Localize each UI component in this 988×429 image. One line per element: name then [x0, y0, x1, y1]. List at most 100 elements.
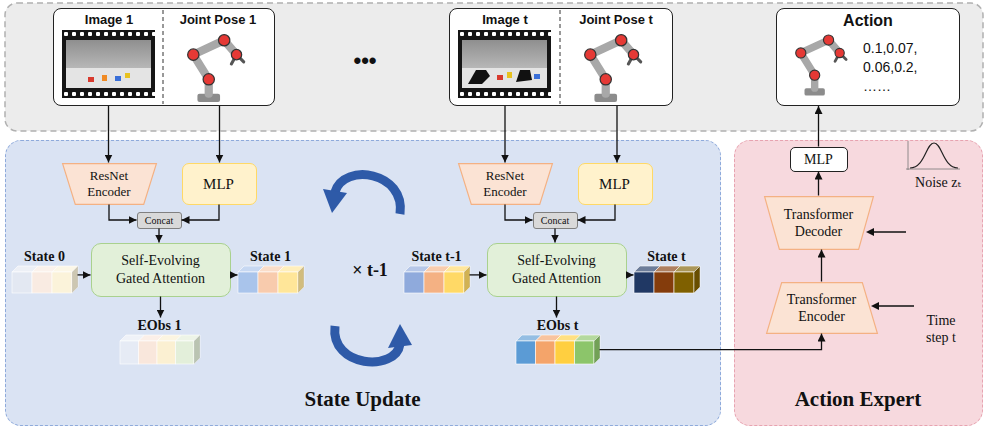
scene-gripper	[468, 70, 490, 84]
cube-front	[278, 272, 298, 293]
plot-axis	[906, 169, 960, 170]
cube-front	[157, 341, 176, 364]
cube-front	[238, 272, 258, 293]
observation-vector: EObs t	[516, 318, 600, 364]
cube-front	[120, 341, 139, 364]
scene-block	[534, 74, 540, 79]
node-label: State Update	[6, 387, 719, 412]
flow-connector	[818, 106, 819, 147]
flow-connector	[108, 106, 109, 163]
node-label: MLP	[579, 175, 651, 193]
input-arrow	[872, 231, 906, 232]
concat-block: Concat	[137, 212, 182, 229]
flow-connector	[818, 172, 819, 196]
resnet-encoder: ResNet Encoder	[62, 163, 157, 205]
cube-front	[404, 272, 424, 293]
mlp-block: MLP	[790, 147, 848, 172]
node-label: State t	[626, 249, 708, 265]
cube-front	[674, 272, 694, 293]
state-vector: State 1	[238, 249, 304, 293]
input-band	[5, 3, 983, 131]
trapezoid-shape	[766, 282, 877, 333]
scene-gripper	[516, 70, 532, 82]
gated-attention-block: Self-Evolving Gated Attention	[487, 243, 627, 297]
cube-front	[444, 272, 464, 293]
cube-side	[72, 266, 78, 293]
cube-front	[175, 341, 194, 364]
state-update-panel: State Update ResNet Encoder MLP ConcatSelf-…	[5, 140, 721, 426]
node-label: Concat	[138, 214, 181, 227]
scene-block	[497, 75, 503, 80]
cube-front	[12, 272, 32, 293]
cube-front	[32, 272, 52, 293]
node-label: Concat	[534, 214, 577, 227]
image-film	[62, 30, 155, 98]
flow-connector	[231, 274, 238, 275]
node-label: 0.1,0.07, 0.06,0.2, ……	[863, 39, 943, 96]
mlp-block: MLP	[578, 163, 653, 205]
plot-axis	[908, 141, 909, 170]
shape-outline	[766, 282, 878, 334]
transformer-decoder: Transformer Decoder	[764, 196, 874, 250]
node-label: State 1	[230, 249, 312, 265]
scene-block	[88, 77, 94, 82]
annotation-label: Time step t	[916, 312, 966, 346]
cube-front	[555, 341, 575, 364]
annotation-label: •••	[335, 48, 395, 74]
flow-connector	[821, 250, 822, 282]
cube-side	[298, 266, 304, 293]
gated-attention-block: Self-Evolving Gated Attention	[91, 243, 231, 297]
flow-connector	[556, 297, 557, 318]
flow-connector	[160, 297, 161, 318]
cube-front	[52, 272, 72, 293]
cube-side-shade	[594, 335, 600, 364]
cube-front	[574, 341, 594, 364]
concat-block: Concat	[533, 212, 578, 229]
node-label: State t-1	[396, 249, 478, 265]
cube-front	[138, 341, 157, 364]
trapezoid-shape	[62, 163, 156, 204]
shape-outline	[764, 196, 874, 250]
cube-side-shade	[464, 266, 470, 293]
scene-block	[507, 72, 512, 78]
mlp-block: MLP	[182, 163, 257, 205]
trapezoid-shape	[764, 196, 873, 249]
node-label: Transformer Decoder	[774, 206, 864, 240]
node-label: Self-Evolving Gated Attention	[504, 252, 610, 288]
cube-front	[424, 272, 444, 293]
input-arrow	[877, 305, 914, 306]
node-label: MLP	[791, 151, 847, 168]
cube-front	[258, 272, 278, 293]
node-label: ResNet Encoder	[74, 168, 145, 200]
state-vector: State t-1	[404, 249, 470, 293]
node-label: Joint Pose 1	[162, 12, 274, 28]
cube-front	[516, 341, 536, 364]
transformer-encoder: Transformer Encoder	[766, 282, 878, 334]
flow-connector	[470, 274, 487, 275]
scene-block	[125, 73, 130, 78]
flow-connector	[504, 106, 505, 163]
state-vector: State t	[634, 249, 700, 293]
state-vector: State 0	[12, 249, 78, 293]
node-label: EObs 1	[120, 318, 200, 334]
flow-connector	[158, 229, 159, 243]
cube-side-shade	[694, 266, 700, 293]
node-label: Self-Evolving Gated Attention	[108, 252, 214, 288]
cube-side-shade	[194, 335, 200, 364]
node-label: MLP	[183, 175, 255, 193]
cube-side-shade	[298, 266, 304, 293]
flow-connector	[616, 106, 617, 163]
flow-connector	[554, 229, 555, 243]
annotation-label: Noise zₜ	[896, 174, 980, 191]
annotation-label: × t-1	[332, 259, 408, 281]
node-label: Image t	[450, 12, 560, 28]
node-label: Action	[777, 11, 959, 30]
node-label: EObs t	[516, 318, 600, 334]
node-label: Image 1	[54, 12, 164, 28]
observation-vector: EObs 1	[120, 318, 200, 364]
trapezoid-shape	[458, 163, 552, 204]
image-film	[458, 30, 551, 98]
cube-side	[594, 335, 600, 364]
